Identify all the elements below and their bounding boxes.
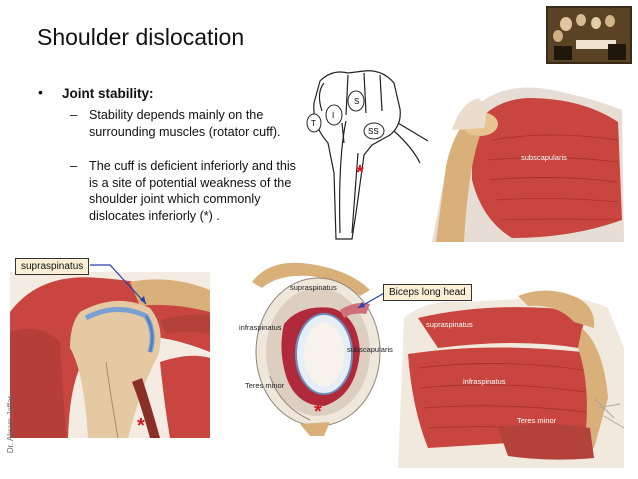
- label-supraspinatus-right: supraspinatus: [426, 320, 473, 329]
- rotator-cuff-hand-diagram: T I S SS: [306, 70, 429, 240]
- label-infraspinatus-mid: infraspinatus: [239, 323, 282, 332]
- posterior-view-illustration: [398, 290, 625, 468]
- callout-supraspinatus: supraspinatus: [15, 258, 90, 275]
- callout-biceps-long-head: Biceps long head: [383, 284, 472, 301]
- painting-thumbnail: [546, 6, 632, 64]
- sub-point-1: Stability depends mainly on the surround…: [89, 108, 281, 139]
- biceps-callout-line: [357, 291, 387, 309]
- author-credit: Dr. Akram Jaffar: [6, 395, 16, 454]
- bullet-heading: Joint stability:: [62, 86, 154, 101]
- glenoid-view-illustration: [252, 262, 381, 436]
- label-teres-minor-mid: Teres minor: [245, 381, 285, 390]
- dash-marker: –: [70, 107, 78, 122]
- coronal-inferior-star: *: [137, 415, 145, 437]
- sub-point-2: The cuff is deficient inferiorly and thi…: [89, 159, 296, 223]
- label-subscapularis-top: subscapularis: [521, 153, 567, 162]
- glenoid-inferior-star: *: [314, 401, 322, 423]
- label-supraspinatus-mid: supraspinatus: [290, 283, 337, 292]
- label-subscapularis-mid: subscapularis: [347, 345, 393, 354]
- supraspinatus-callout-line: [90, 264, 147, 305]
- hand-letter-i: I: [332, 111, 334, 120]
- subscapularis-illustration: [432, 87, 624, 242]
- hand-letter-ss: SS: [368, 127, 379, 136]
- label-infraspinatus-right: infraspinatus: [463, 377, 506, 386]
- label-teres-minor-right: Teres minor: [517, 416, 557, 425]
- dash-marker: –: [70, 158, 78, 173]
- bullet-marker: •: [38, 84, 43, 100]
- coronal-section-illustration: [10, 272, 210, 438]
- hand-letter-s: S: [354, 97, 359, 106]
- hand-letter-t: T: [311, 119, 316, 128]
- hand-inferior-star: *: [356, 162, 364, 184]
- slide-title: Shoulder dislocation: [37, 24, 245, 50]
